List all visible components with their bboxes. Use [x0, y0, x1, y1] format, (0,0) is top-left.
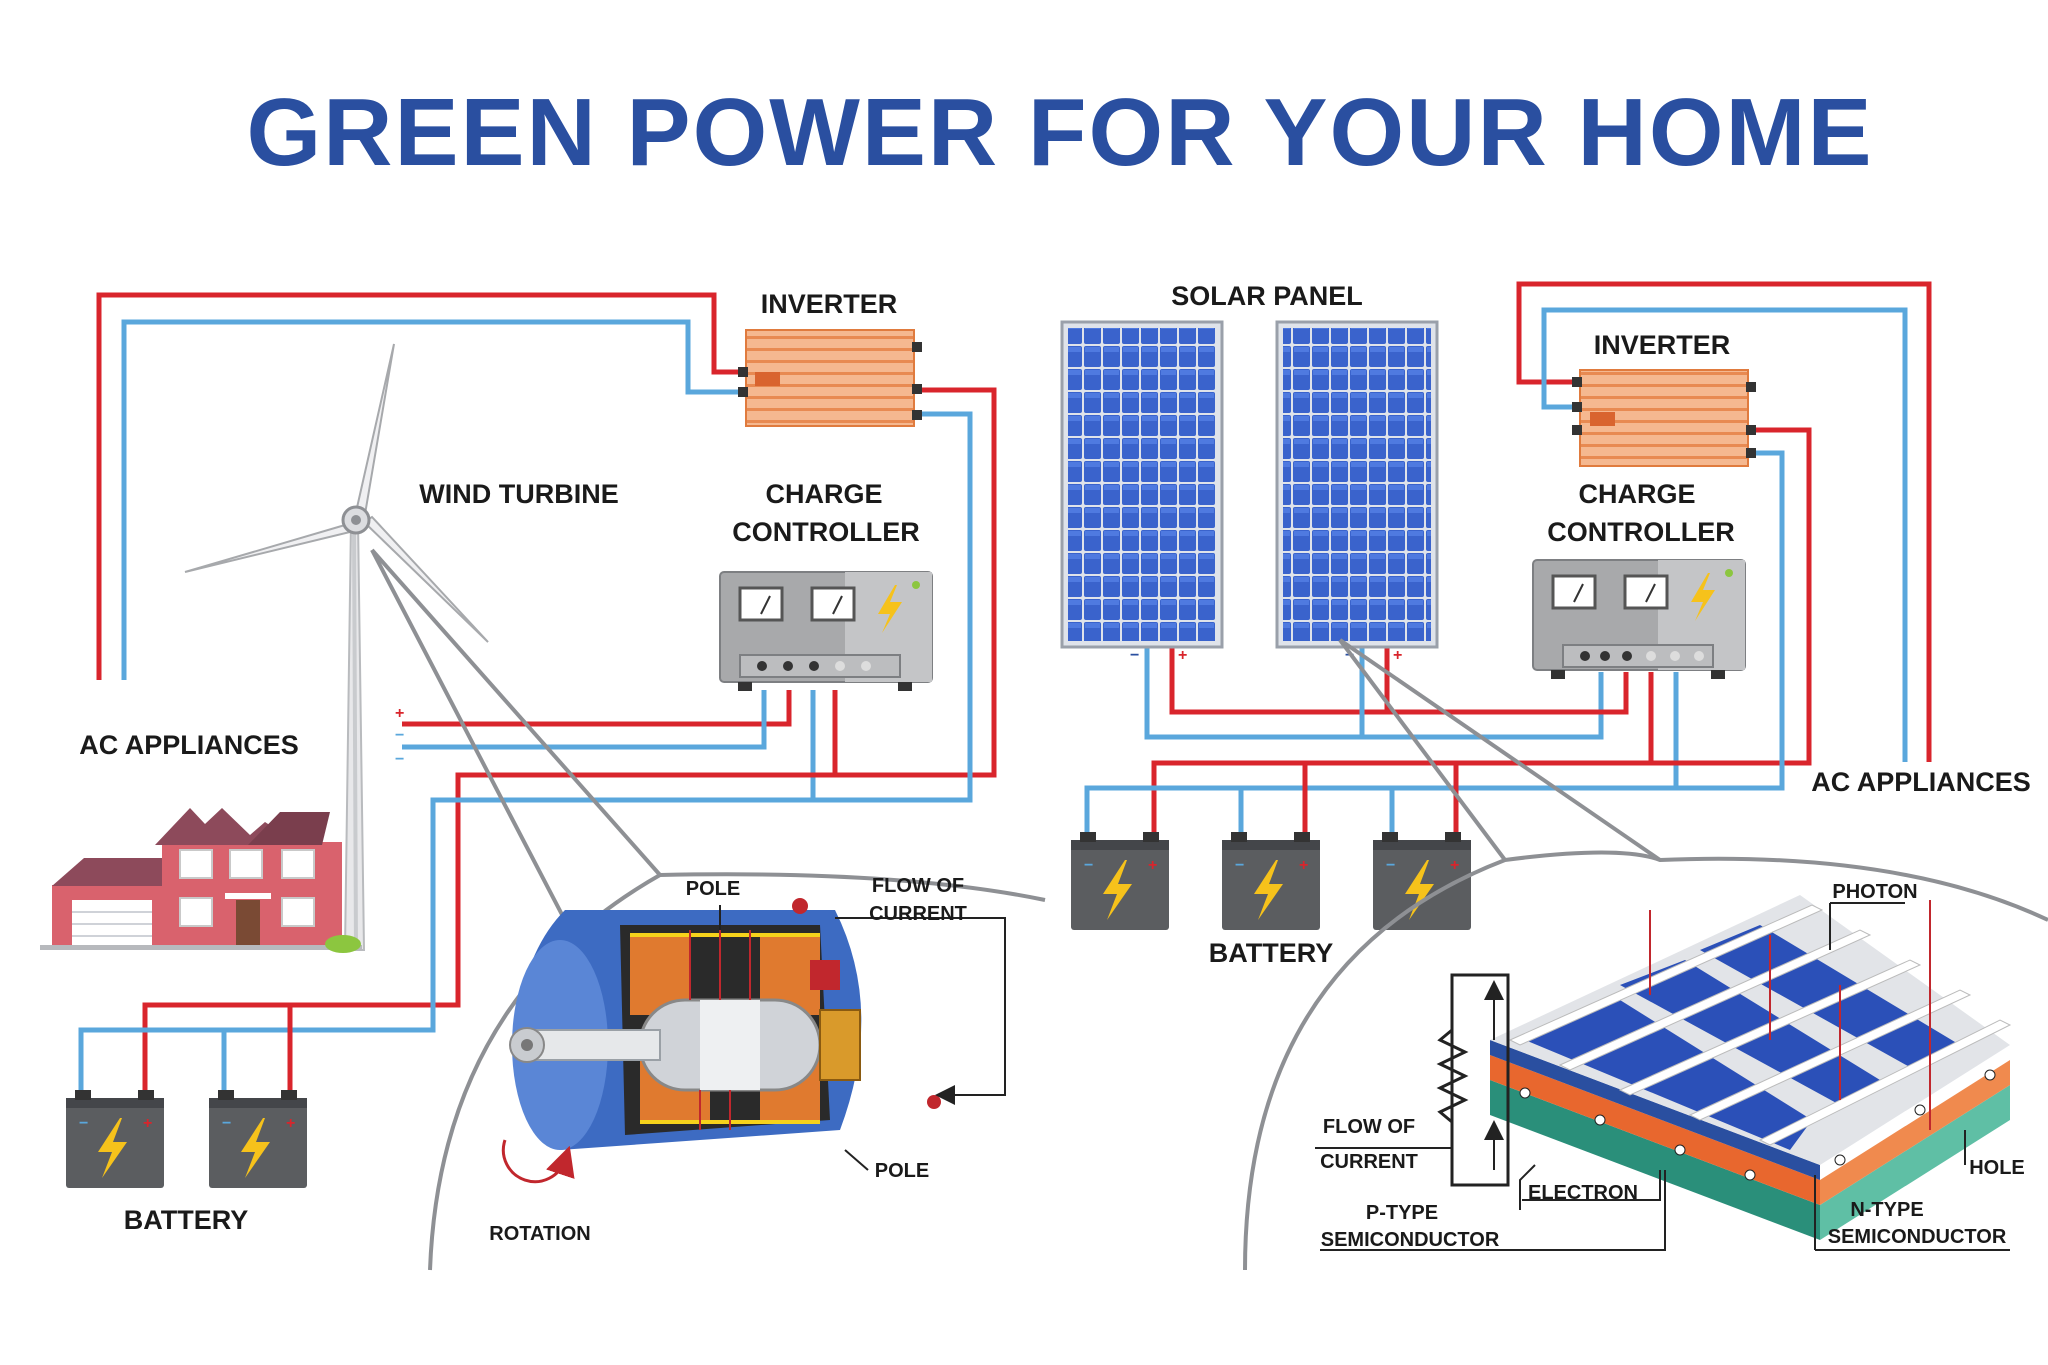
cell-electron-label: ELECTRON — [1528, 1182, 1638, 1204]
generator-pole-bottom-label: POLE — [875, 1160, 929, 1182]
svg-text:+: + — [143, 1115, 152, 1132]
svg-text:−: − — [222, 1115, 231, 1132]
inverter-icon-right — [1572, 369, 1756, 467]
charge-controller-left-label-2: CONTROLLER — [732, 517, 919, 547]
charge-controller-left-label-1: CHARGE — [765, 479, 882, 509]
svg-text:+: + — [286, 1115, 295, 1132]
svg-text:−: − — [1386, 857, 1395, 874]
inverter-icon-left — [738, 329, 922, 427]
cell-ntype-label-1: N-TYPE — [1850, 1199, 1923, 1221]
solar-panel-icon-2: − + — [1275, 320, 1439, 664]
charge-controller-right-label-1: CHARGE — [1578, 479, 1695, 509]
turbine-plus-sign: + — [395, 705, 404, 722]
cell-ntype-label-2: SEMICONDUCTOR — [1828, 1226, 2007, 1248]
generator-flow-label-1: FLOW OF — [872, 875, 964, 897]
battery-icon-left-1: − + — [66, 1090, 164, 1188]
battery-icon-right-2: − + — [1222, 832, 1320, 930]
svg-text:+: + — [1299, 857, 1308, 874]
svg-text:+: + — [1393, 647, 1402, 664]
svg-text:−: − — [1084, 857, 1093, 874]
cell-flow-label-1: FLOW OF — [1323, 1116, 1415, 1138]
ac-appliances-left-label: AC APPLIANCES — [79, 730, 299, 760]
turbine-minus-sign-2: − — [395, 751, 404, 768]
solar-panel-icon-1: − + — [1060, 320, 1224, 664]
cell-flow-label-2: CURRENT — [1320, 1151, 1418, 1173]
house-icon — [40, 808, 362, 953]
generator-label-leaders — [719, 905, 869, 1171]
charge-controller-icon-left — [719, 571, 933, 691]
solar-cell-icon — [1436, 895, 2012, 1240]
ac-appliances-right-label: AC APPLIANCES — [1811, 767, 2031, 797]
wind-turbine-icon — [184, 343, 489, 951]
generator-rotation-label: ROTATION — [489, 1223, 590, 1245]
battery-icon-right-3: − + — [1373, 832, 1471, 930]
battery-right-label: BATTERY — [1209, 938, 1334, 968]
svg-text:+: + — [1148, 857, 1157, 874]
wind-turbine-label: WIND TURBINE — [419, 479, 618, 509]
charge-controller-right-label-2: CONTROLLER — [1547, 517, 1734, 547]
svg-text:−: − — [1130, 647, 1139, 664]
generator-callout-lines — [370, 548, 1046, 1271]
generator-pole-top-label: POLE — [686, 878, 740, 900]
solar-panel-label: SOLAR PANEL — [1171, 281, 1363, 311]
cell-hole-label: HOLE — [1969, 1157, 2025, 1179]
solar-cell-label-leaders — [1315, 902, 2010, 1251]
cell-ptype-label-1: P-TYPE — [1366, 1202, 1438, 1224]
inverter-left-label: INVERTER — [761, 289, 898, 319]
charge-controller-icon-right — [1532, 559, 1746, 679]
solar-cell-callout-lines — [1243, 638, 2048, 1271]
battery-icon-right-1: − + — [1071, 832, 1169, 930]
generator-flow-label-2: CURRENT — [869, 903, 967, 925]
page-title: GREEN POWER FOR YOUR HOME — [246, 79, 1873, 186]
svg-text:+: + — [1450, 857, 1459, 874]
cell-photon-label: PHOTON — [1832, 881, 1917, 903]
generator-icon — [501, 898, 1006, 1184]
inverter-right-label: INVERTER — [1594, 330, 1731, 360]
svg-text:−: − — [79, 1115, 88, 1132]
turbine-minus-sign-1: − — [395, 727, 404, 744]
svg-text:−: − — [1235, 857, 1244, 874]
battery-left-label: BATTERY — [124, 1205, 249, 1235]
left-wiring — [78, 292, 997, 1098]
cell-ptype-label-2: SEMICONDUCTOR — [1321, 1229, 1500, 1251]
battery-icon-left-2: − + — [209, 1090, 307, 1188]
svg-text:+: + — [1178, 647, 1187, 664]
